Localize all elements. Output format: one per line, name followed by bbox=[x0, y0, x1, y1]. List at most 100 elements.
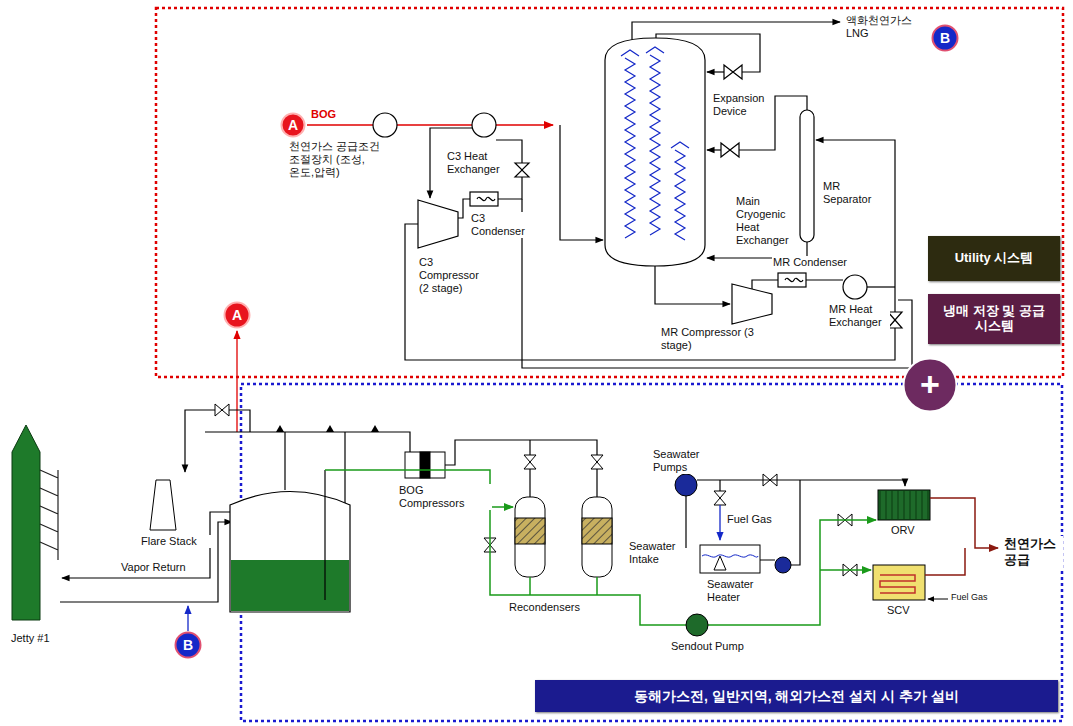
orv-vaporizer bbox=[880, 490, 928, 520]
storage-tank bbox=[230, 492, 350, 613]
fuel-gas-line bbox=[928, 599, 948, 600]
header-triangle bbox=[276, 425, 284, 432]
process-line bbox=[205, 432, 410, 452]
header-triangle bbox=[371, 425, 379, 432]
pump-symbol bbox=[675, 474, 791, 636]
plus-badge: + bbox=[902, 357, 958, 413]
circle-outline bbox=[904, 359, 957, 412]
gas-supply-line bbox=[930, 498, 998, 548]
flare-stack bbox=[150, 480, 176, 530]
lng-line bbox=[530, 577, 597, 595]
equipment-symbol bbox=[373, 113, 397, 137]
pump-symbol bbox=[675, 474, 697, 496]
process-line bbox=[752, 280, 778, 289]
box-text: 동해가스전, 일반지역, 해외가스전 설치 시 추가 설비 bbox=[634, 688, 959, 704]
lng-line bbox=[325, 470, 686, 625]
connector-letter: A bbox=[232, 307, 242, 323]
seawater-line bbox=[685, 496, 686, 548]
jetty-tower bbox=[40, 470, 58, 560]
equipment-symbol bbox=[778, 273, 806, 287]
equipment-label: Vapor Return bbox=[120, 561, 202, 574]
recondenser bbox=[582, 518, 612, 544]
flare-stack bbox=[150, 480, 176, 530]
equipment-symbol bbox=[733, 65, 742, 79]
region-border bbox=[241, 384, 1062, 721]
recondenser bbox=[582, 497, 612, 577]
equipment-label: MR Heat Exchanger bbox=[828, 303, 890, 329]
equipment-symbol bbox=[515, 163, 529, 170]
scv-vaporizer bbox=[873, 565, 925, 600]
process-line bbox=[655, 266, 730, 304]
process-line bbox=[405, 22, 912, 368]
seawater-heater bbox=[700, 545, 760, 573]
storage-tank bbox=[231, 560, 349, 611]
process-line bbox=[185, 410, 250, 472]
equipment-label: Fuel Gas bbox=[950, 592, 992, 603]
offpage-connector: B bbox=[174, 631, 202, 659]
recondenser bbox=[515, 497, 612, 577]
equipment-symbol bbox=[472, 113, 496, 137]
connector-letter: + bbox=[920, 365, 940, 404]
fuel-gas-line bbox=[719, 505, 720, 540]
equipment-label: Flare Stack bbox=[140, 535, 212, 548]
process-line bbox=[806, 279, 843, 280]
bog-compressor bbox=[405, 452, 445, 478]
vapor-link-line bbox=[187, 606, 188, 631]
storage-tank bbox=[324, 470, 325, 600]
gas-supply-line bbox=[925, 548, 965, 575]
equipment-label: MR Condenser bbox=[772, 256, 854, 269]
box-text: 냉매 저장 및 공급 시스템 bbox=[936, 304, 1052, 334]
process-line bbox=[284, 432, 285, 490]
orv-vaporizer bbox=[878, 490, 930, 520]
equipment-symbol bbox=[888, 312, 902, 320]
valve-symbol bbox=[524, 455, 536, 462]
seawater-heater bbox=[700, 545, 760, 573]
heat-exchanger-coil bbox=[621, 47, 689, 240]
lng-line bbox=[325, 470, 876, 625]
equipment-label: Seawater Pumps bbox=[652, 448, 706, 474]
scv-vaporizer bbox=[873, 565, 925, 600]
equipment-symbol bbox=[732, 284, 772, 324]
valve-symbol bbox=[222, 404, 229, 416]
seawater-line bbox=[719, 480, 720, 491]
equipment-label: Main Cryogenic Heat Exchanger bbox=[735, 195, 795, 247]
equipment-symbol bbox=[730, 143, 739, 157]
vapor-link-line bbox=[188, 606, 189, 631]
equipment-symbol bbox=[785, 278, 803, 281]
bog-compressor bbox=[420, 452, 430, 478]
valve-symbol bbox=[591, 462, 603, 469]
process-line bbox=[707, 71, 724, 72]
coil-vent bbox=[671, 142, 689, 148]
equipment-label: Recondensers bbox=[508, 601, 590, 614]
bog-feed-line bbox=[307, 125, 553, 126]
circle-outline bbox=[225, 303, 250, 328]
equipment-label: Sendout Pump bbox=[670, 640, 752, 653]
equipment-label: BOG bbox=[310, 108, 352, 121]
seawater-line bbox=[697, 480, 905, 486]
equipment-label: 천연가스 공급 bbox=[1003, 536, 1063, 568]
header-triangle bbox=[326, 425, 334, 432]
equipment-label: MR Compressor (3 stage) bbox=[660, 326, 772, 352]
equipment-symbol bbox=[721, 143, 730, 157]
valve-symbol bbox=[714, 491, 726, 498]
circle-outline bbox=[176, 633, 201, 658]
region-border bbox=[156, 8, 1063, 377]
equipment-label: Seawater Intake bbox=[628, 540, 682, 566]
equipment-label: 액화천연가스 LNG bbox=[845, 14, 925, 40]
valve-symbol bbox=[714, 498, 726, 505]
scv-vaporizer bbox=[880, 575, 915, 593]
equipment-symbol bbox=[373, 38, 902, 328]
box-text: Utility 시스템 bbox=[955, 251, 1034, 266]
equipment-label: BOG Compressors bbox=[398, 484, 492, 510]
equipment-label: C3 Condenser bbox=[470, 212, 527, 238]
connector-letter: B bbox=[940, 30, 950, 46]
equipment-symbol bbox=[724, 65, 733, 79]
region-border bbox=[156, 8, 1063, 721]
lng-line bbox=[490, 506, 513, 508]
pump-symbol bbox=[775, 557, 791, 573]
bog-compressor bbox=[405, 452, 445, 478]
jetty-tower bbox=[12, 425, 40, 620]
process-line bbox=[867, 286, 895, 287]
process-line bbox=[560, 125, 603, 240]
